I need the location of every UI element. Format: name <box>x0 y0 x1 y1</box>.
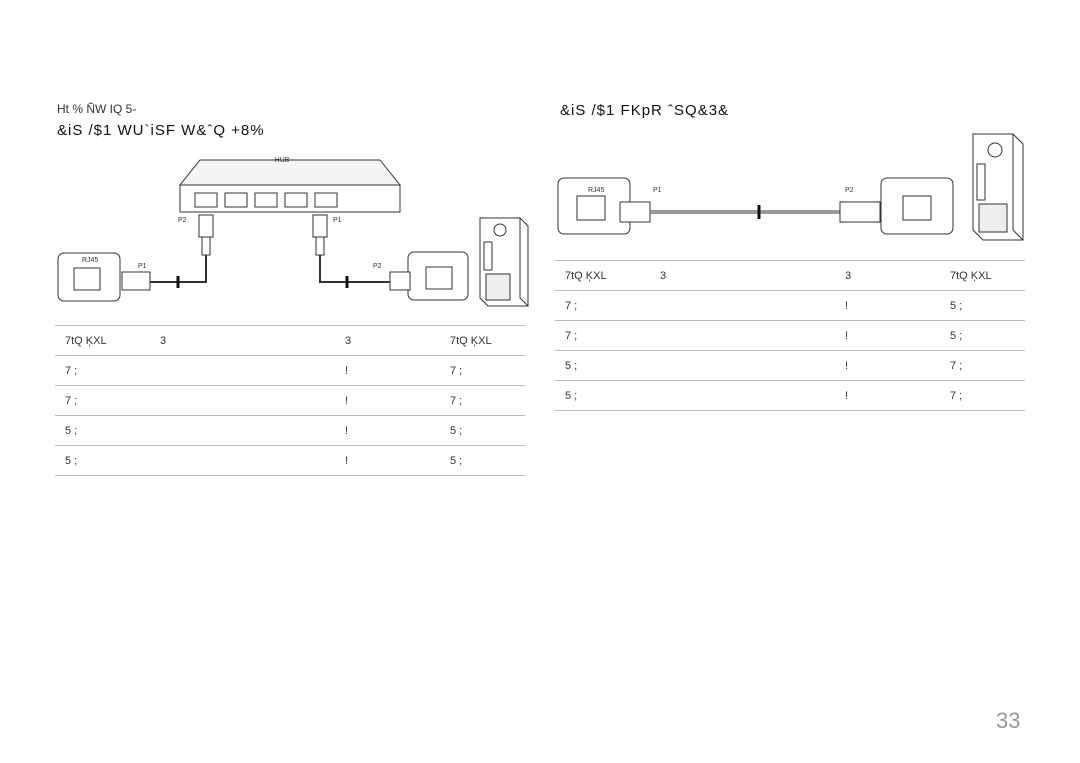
table-row: 5 ;!7 ; <box>555 350 1025 381</box>
p2-label: P2 <box>845 187 854 194</box>
hub-label: HUB <box>275 157 290 164</box>
table-header: 7tQ ĶXL <box>440 325 525 356</box>
pc-port-box <box>839 177 954 235</box>
hub-pin-table: 7tQ ĶXL 3 3 7tQ ĶXL 7 ;!7 ; 7 ;!7 ; 5 ;!… <box>55 325 525 476</box>
table-header: 3 <box>150 325 335 356</box>
table-header: 7tQ ĶXL <box>55 325 150 356</box>
pc-tower-icon <box>972 133 1024 241</box>
table-row: 7 ;!7 ; <box>55 385 525 416</box>
rj45-label: RJ45 <box>82 257 98 264</box>
hub-connector-p2 <box>198 214 214 272</box>
display-port-box <box>57 252 151 302</box>
table-header: 3 <box>835 260 940 291</box>
table-row: 7 ;!5 ; <box>555 320 1025 351</box>
table-row: 5 ;!5 ; <box>55 445 525 476</box>
rj45-label: RJ45 <box>588 187 604 194</box>
hub-connector-p1 <box>312 214 328 272</box>
display-port-box <box>557 177 651 235</box>
table-row: 7 ;!7 ; <box>55 355 525 386</box>
hub-device <box>178 159 402 213</box>
table-header: 3 <box>650 260 835 291</box>
table-header: 3 <box>335 325 440 356</box>
hub-p1-label: P1 <box>333 217 342 224</box>
display-p1-label: P1 <box>138 263 147 270</box>
direct-connection-heading: &iS /$1 FKpR ˆSQ&3& <box>560 102 730 119</box>
hub-connection-heading: &iS /$1 WU`iSF W&ˆQ +8% <box>57 122 265 139</box>
pc-tower-icon <box>479 217 529 307</box>
table-row: 5 ;!5 ; <box>55 415 525 446</box>
table-row: 5 ;!7 ; <box>555 380 1025 411</box>
p1-label: P1 <box>653 187 662 194</box>
hub-connection-diagram: HUB P2 P1 RJ45 P1 P2 <box>57 157 529 307</box>
table-header: 7tQ ĶXL <box>555 260 650 291</box>
table-row: 7 ;!5 ; <box>555 290 1025 321</box>
table-header: 7tQ ĶXL <box>940 260 1025 291</box>
direct-pin-table: 7tQ ĶXL 3 3 7tQ ĶXL 7 ;!5 ; 7 ;!5 ; 5 ;!… <box>555 260 1025 411</box>
table-header-row: 7tQ ĶXL 3 3 7tQ ĶXL <box>55 325 525 356</box>
table-header-row: 7tQ ĶXL 3 3 7tQ ĶXL <box>555 260 1025 291</box>
pc-port-box <box>389 251 469 301</box>
direct-connection-diagram: RJ45 P1 P2 <box>557 133 1024 241</box>
page-number: 33 <box>996 708 1021 733</box>
hub-p2-label: P2 <box>178 217 187 224</box>
section-subheading: Ht % ÑW IQ 5- <box>57 102 137 116</box>
pc-p2-label: P2 <box>373 263 382 270</box>
